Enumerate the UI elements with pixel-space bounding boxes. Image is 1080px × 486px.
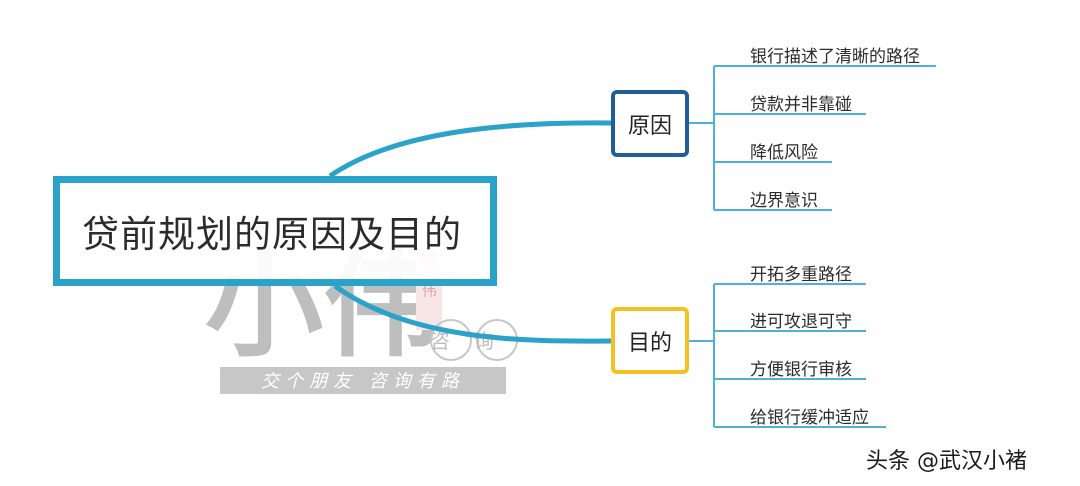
bracket-purpose <box>689 283 886 428</box>
leaf-cause-2[interactable]: 贷款并非靠碰 <box>750 95 852 115</box>
author-credit: 头条 @武汉小褚 <box>866 449 1027 474</box>
branch-label-purpose: 目的 <box>627 330 672 356</box>
branch-node-purpose[interactable]: 目的 <box>611 307 689 374</box>
leaf-purpose-3[interactable]: 方便银行审核 <box>750 360 852 380</box>
leaf-cause-3[interactable]: 降低风险 <box>750 143 818 163</box>
branch-node-cause[interactable]: 原因 <box>611 90 689 157</box>
leaf-cause-1[interactable]: 银行描述了清晰的路径 <box>750 47 920 67</box>
leaf-purpose-2[interactable]: 进可攻退可守 <box>750 312 852 332</box>
branch-label-cause: 原因 <box>627 113 672 139</box>
watermark-slogan-bar <box>220 367 506 394</box>
watermark-badge-circle-1 <box>430 319 472 361</box>
leaf-purpose-1[interactable]: 开拓多重路径 <box>750 265 852 285</box>
leaf-purpose-4[interactable]: 给银行缓冲适应 <box>750 408 869 428</box>
leaf-cause-4[interactable]: 边界意识 <box>750 191 818 211</box>
connector-root-cause <box>328 120 612 179</box>
root-node[interactable]: 贷前规划的原因及目的 <box>53 176 497 286</box>
watermark-slogan: 交个朋友 咨询有路 <box>261 371 465 392</box>
connector-root-purpose <box>333 283 612 344</box>
bracket-cause <box>689 65 936 211</box>
root-title: 贷前规划的原因及目的 <box>82 213 462 256</box>
